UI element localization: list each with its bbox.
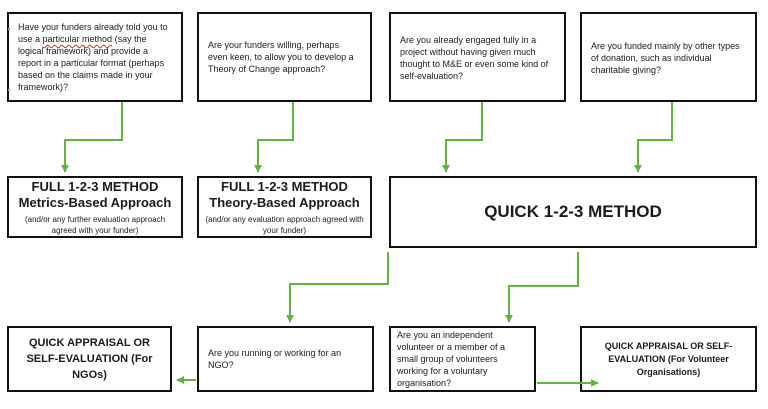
theory-method-title: FULL 1-2-3 METHOD	[221, 178, 348, 194]
arrow-q1-to-metrics	[61, 102, 123, 173]
method-box-theory: FULL 1-2-3 METHOD Theory-Based Approach …	[197, 176, 372, 238]
method-box-metrics: FULL 1-2-3 METHOD Metrics-Based Approach…	[7, 176, 183, 238]
bullet-dot	[8, 89, 10, 91]
quick-method-title: QUICK 1-2-3 METHOD	[484, 202, 662, 221]
question-donations-text: Are you funded mainly by other types of …	[591, 41, 740, 75]
question-funder-method-text: Have your funders already told you to us…	[18, 22, 168, 92]
arrow-q3-to-quick	[442, 102, 483, 173]
question-box-theory-of-change: Are your funders willing, perhaps even k…	[197, 12, 372, 102]
particular-method-text: particular method	[42, 34, 113, 44]
question-volunteer-text: Are you an independent volunteer or a me…	[397, 330, 506, 388]
metrics-approach-title: Metrics-Based Approach	[18, 194, 172, 210]
arrow-quick-to-ngo-question	[286, 252, 389, 323]
metrics-method-title: FULL 1-2-3 METHOD	[31, 178, 159, 194]
question-ngo-text: Are you running or working for an NGO?	[208, 348, 342, 370]
arrow-q4-to-quick	[634, 102, 673, 173]
theory-method-note: (and/or any evaluation approach agreed w…	[205, 214, 364, 235]
question-box-ngo: Are you running or working for an NGO?	[197, 326, 374, 392]
question-theory-of-change-text: Are your funders willing, perhaps even k…	[208, 40, 354, 74]
appraisal-box-ngo: QUICK APPRAISAL OR SELF-EVALUATION (For …	[7, 326, 172, 392]
metrics-method-note: (and/or any further evaluation approach …	[24, 214, 166, 235]
appraisal-box-volunteer: QUICK APPRAISAL OR SELF-EVALUATION (For …	[580, 326, 757, 392]
appraisal-ngo-text: QUICK APPRAISAL OR SELF-EVALUATION (For …	[26, 337, 153, 381]
method-box-quick: QUICK 1-2-3 METHOD	[389, 176, 757, 248]
theory-approach-title: Theory-Based Approach	[209, 194, 360, 210]
question-box-engaged-project: Are you already engaged fully in a proje…	[389, 12, 566, 102]
arrow-quick-to-volunteer-question	[505, 252, 579, 323]
bullet-dot	[8, 28, 10, 30]
appraisal-volunteer-text: QUICK APPRAISAL OR SELF-EVALUATION (For …	[604, 340, 733, 377]
question-box-funder-method: Have your funders already told you to us…	[7, 12, 183, 102]
question-box-donations: Are you funded mainly by other types of …	[580, 12, 757, 102]
question-engaged-project-text: Are you already engaged fully in a proje…	[400, 35, 549, 81]
question-box-volunteer: Are you an independent volunteer or a me…	[389, 326, 536, 392]
arrow-q2-to-theory	[254, 102, 294, 173]
